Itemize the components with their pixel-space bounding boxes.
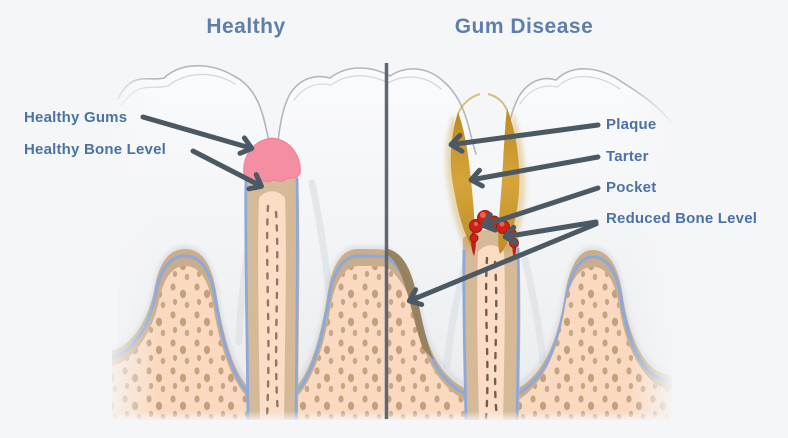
diseased-root-canal — [477, 245, 505, 420]
label-pocket: Pocket — [606, 179, 657, 196]
title-gum-disease: Gum Disease — [454, 15, 594, 38]
arrow-reduced-bone-2 — [406, 221, 599, 307]
title-healthy: Healthy — [206, 15, 286, 38]
label-healthy-bone-level: Healthy Bone Level — [24, 141, 166, 158]
diseased-canal-dashes — [484, 256, 499, 420]
arrow-reduced-bone-1 — [502, 219, 599, 246]
label-plaque: Plaque — [606, 116, 657, 133]
healthy-root-canal — [258, 191, 286, 420]
arrow-pocket — [480, 185, 601, 233]
bone-texture-dots — [112, 266, 672, 420]
healthy-ligament-lines — [244, 177, 299, 421]
arrow-healthy-gums — [140, 114, 255, 156]
arrow-healthy-bone-level — [190, 148, 264, 192]
label-healthy-gums: Healthy Gums — [24, 109, 128, 126]
label-reduced-bone-level: Reduced Bone Level — [606, 210, 758, 227]
label-tarter: Tarter — [606, 148, 649, 165]
left-edge-fade — [100, 50, 158, 425]
jaw-bone — [110, 246, 674, 420]
arrow-tarter — [468, 154, 601, 189]
diseased-ligament-lines — [462, 247, 520, 421]
right-edge-fade — [628, 50, 676, 425]
healthy-canal-dashes — [265, 204, 280, 420]
healthy-root — [243, 137, 301, 421]
annotation-arrows — [140, 114, 601, 307]
arrow-plaque — [448, 122, 601, 154]
